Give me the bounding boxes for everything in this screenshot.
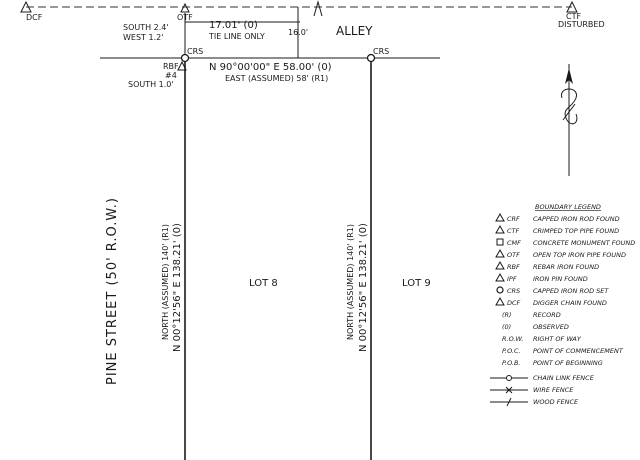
legend-desc-wire: WIRE FENCE: [533, 386, 574, 394]
dcf-triangle-icon: [20, 0, 32, 13]
west-line-bearing: N 00°12'56" E 138.21' (0): [172, 223, 183, 352]
legend-title: BOUNDARY LEGEND: [535, 203, 601, 211]
legend-sym-cmf: CMF: [507, 239, 521, 247]
legend-sym-crs: CRS: [507, 287, 520, 295]
crs-icon: [496, 286, 504, 294]
rbf-label: RBF: [163, 62, 179, 71]
legend-sym-record: (R): [502, 311, 512, 319]
legend-desc-crf: CAPPED IRON ROD FOUND: [533, 215, 620, 223]
rbf-offset: SOUTH 1.0': [128, 80, 174, 89]
rbf-icon: [495, 260, 505, 270]
legend-desc-otf: OPEN TOP IRON PIPE FOUND: [533, 251, 626, 259]
legend-desc-dcf: DIGGER CHAIN FOUND: [533, 299, 607, 307]
legend-sym-row: R.O.W.: [502, 335, 523, 343]
south-offset: SOUTH 2.4': [123, 23, 169, 32]
north-line-record: EAST (ASSUMED) 58' (R1): [225, 74, 328, 83]
west-line-record: NORTH (ASSUMED) 140' (R1): [161, 224, 170, 340]
east-line-bearing: N 00°12'56" E 138.21' (0): [358, 223, 369, 352]
legend-sym-dcf: DCF: [507, 299, 521, 307]
crs-right-icon: [366, 53, 376, 63]
legend-desc-ipf: IRON PIN FOUND: [533, 275, 588, 283]
legend-desc-observed: OBSERVED: [533, 323, 569, 331]
legend-desc-cmf: CONCRETE MONUMENT FOUND: [533, 239, 635, 247]
legend-sym-ctf: CTF: [507, 227, 520, 235]
alley-label: ALLEY: [336, 24, 373, 38]
legend-desc-rbf: REBAR IRON FOUND: [533, 263, 599, 271]
legend-sym-poc: P.O.C.: [502, 347, 521, 355]
lot-9-label: LOT 9: [402, 278, 431, 289]
alley-width: 16.0': [288, 28, 308, 37]
legend-desc-record: RECORD: [533, 311, 561, 319]
otf-icon: [495, 248, 505, 258]
legend-sym-rbf: RBF: [507, 263, 520, 271]
ctf-triangle-icon: [566, 0, 578, 13]
legend-desc-pob: POINT OF BEGINNING: [533, 359, 603, 367]
ctf-label: CTF: [566, 12, 581, 21]
legend-sym-crf: CRF: [507, 215, 520, 223]
ipf-icon: [495, 272, 505, 282]
legend-desc-row: RIGHT OF WAY: [533, 335, 582, 343]
wood-fence-icon: [490, 397, 528, 407]
legend-desc-wood: WOOD FENCE: [533, 398, 579, 406]
street-label: PINE STREET (50' R.O.W.): [105, 197, 120, 385]
disturbed-label: DISTURBED: [558, 20, 605, 29]
rbf-number: #4: [165, 71, 177, 80]
tie-note: TIE LINE ONLY: [208, 32, 265, 41]
legend-desc-crs: CAPPED IRON ROD SET: [533, 287, 609, 295]
rbf-triangle-icon: [177, 60, 187, 71]
crs-left-icon: [180, 53, 190, 63]
crs-right-label: CRS: [373, 47, 389, 56]
ctf-icon: [495, 224, 505, 234]
dcf-label: DCF: [26, 13, 43, 22]
legend-sym-ipf: IPF: [507, 275, 517, 283]
tie-distance: 17.01' (0): [209, 20, 258, 31]
lot-8-label: LOT 8: [249, 278, 278, 289]
north-arrow-icon: [561, 64, 578, 176]
otf-triangle-icon: [180, 2, 190, 13]
legend-desc-ctf: CRIMPED TOP PIPE FOUND: [533, 227, 619, 235]
cmf-icon: [496, 238, 504, 246]
crf-icon: [495, 212, 505, 222]
wire-fence-icon: [490, 386, 528, 394]
chain-link-fence-icon: [490, 375, 528, 381]
legend-sym-otf: OTF: [507, 251, 520, 259]
east-line-record: NORTH (ASSUMED) 140' (R1): [346, 224, 355, 340]
legend-desc-chain-link: CHAIN LINK FENCE: [533, 374, 595, 382]
dcf-icon: [495, 296, 505, 306]
crs-left-label: CRS: [187, 47, 203, 56]
north-line-bearing: N 90°00'00" E 58.00' (0): [209, 62, 332, 73]
legend-sym-pob: P.O.B.: [502, 359, 521, 367]
legend-sym-observed: (0): [502, 323, 511, 331]
west-offset: WEST 1.2': [123, 33, 163, 42]
legend-desc-poc: POINT OF COMMENCEMENT: [533, 347, 624, 355]
boundary-legend: BOUNDARY LEGEND CRF CAPPED IRON ROD FOUN…: [490, 203, 635, 407]
break-mark: [313, 0, 323, 17]
